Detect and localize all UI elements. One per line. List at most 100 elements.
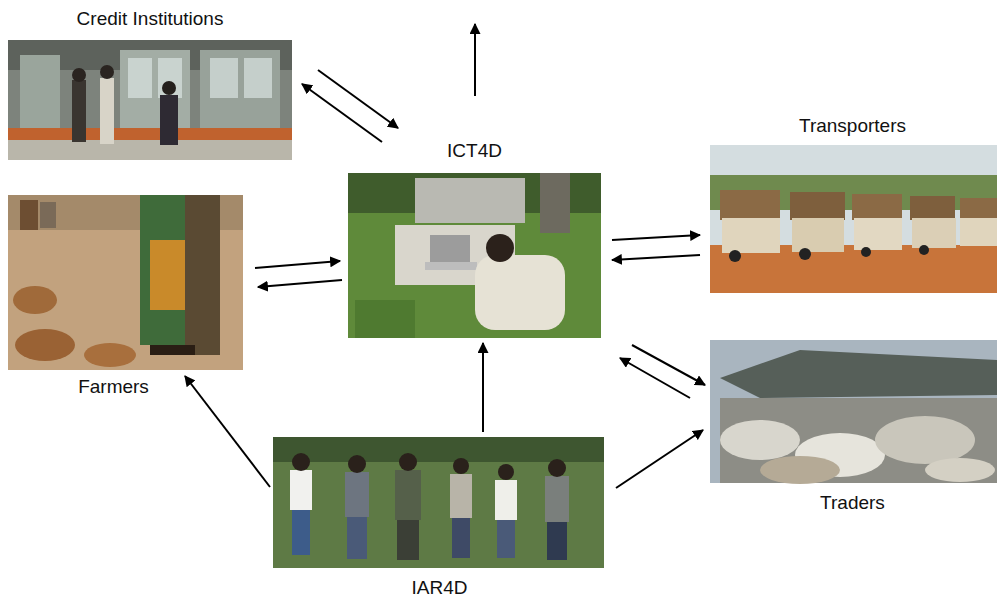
outward-arrow <box>474 24 476 96</box>
flow-arrow <box>632 345 705 385</box>
photo-shape <box>792 218 844 252</box>
photo-shape <box>545 476 569 522</box>
photo-shape <box>345 472 369 517</box>
node-caption: Farmers <box>78 376 149 398</box>
photo-shape <box>273 437 604 462</box>
photo-shape <box>185 195 220 355</box>
photo-shape <box>452 518 470 558</box>
photo-shape <box>722 218 780 253</box>
photo-shape <box>20 55 60 135</box>
laptop-photo <box>348 173 601 338</box>
photo-shape <box>355 300 415 338</box>
photo-shape <box>120 50 190 135</box>
field-photo <box>273 437 604 568</box>
photo-shape <box>710 340 997 483</box>
photo-shape <box>290 470 312 510</box>
node-caption: Credit Institutions <box>77 8 224 30</box>
photo-shape <box>210 58 238 98</box>
photo-shape <box>960 218 997 246</box>
photo-shape <box>8 128 292 140</box>
photo-shape <box>128 58 152 98</box>
photo-node: Farmers <box>8 195 243 370</box>
photo-shape <box>430 235 470 265</box>
photo-shape <box>720 420 800 460</box>
flow-arrow <box>620 358 690 398</box>
photo-shape <box>100 65 114 79</box>
flow-arrow <box>612 235 700 240</box>
photo-shape <box>348 173 601 338</box>
photo-shape <box>760 456 840 484</box>
bank-photo <box>8 40 292 160</box>
photo-shape <box>475 255 565 330</box>
photo-node: Traders <box>710 340 997 483</box>
photo-shape <box>790 192 845 220</box>
photo-shape <box>497 520 515 558</box>
photo-shape <box>861 247 871 257</box>
photo-shape <box>397 520 419 560</box>
flow-arrow <box>302 84 382 142</box>
node-caption: Traders <box>820 492 885 514</box>
photo-shape <box>960 198 997 220</box>
photo-shape <box>348 455 366 473</box>
photo-shape <box>273 437 604 568</box>
photo-shape <box>399 453 417 471</box>
photo-shape <box>40 202 56 228</box>
flow-arrow <box>258 280 342 287</box>
flow-arrow <box>482 343 484 432</box>
flow-arrow <box>185 376 270 487</box>
node-caption: IAR4D <box>412 577 468 599</box>
photo-shape <box>720 398 997 483</box>
photo-shape <box>72 80 86 142</box>
flow-arrow <box>255 261 340 268</box>
photo-shape <box>84 343 136 367</box>
photo-shape <box>15 329 75 361</box>
photo-shape <box>799 248 811 260</box>
photo-shape <box>852 194 902 220</box>
photo-shape <box>72 68 86 82</box>
photo-shape <box>450 474 472 518</box>
photo-node: Credit Institutions <box>8 40 292 160</box>
photo-shape <box>162 81 176 95</box>
photo-shape <box>347 517 367 559</box>
photo-shape <box>919 245 929 255</box>
photo-shape <box>910 196 955 220</box>
photo-shape <box>729 250 741 262</box>
photo-shape <box>854 218 902 250</box>
photo-shape <box>912 218 956 248</box>
photo-shape <box>160 95 178 145</box>
farmers-photo <box>8 195 243 370</box>
photo-shape <box>720 350 997 398</box>
photo-shape <box>548 459 566 477</box>
flow-arrow <box>318 70 398 128</box>
photo-shape <box>495 480 517 520</box>
photo-shape <box>540 173 570 233</box>
photo-shape <box>292 453 310 471</box>
photo-shape <box>292 510 310 555</box>
flow-arrow <box>612 255 700 260</box>
photo-shape <box>244 58 272 98</box>
photo-node: IAR4D <box>273 437 604 568</box>
photo-shape <box>200 50 280 135</box>
photo-shape <box>498 464 514 480</box>
photo-shape <box>925 458 995 482</box>
photo-shape <box>710 145 997 293</box>
photo-shape <box>158 58 182 98</box>
photo-shape <box>875 416 975 464</box>
node-caption: ICT4D <box>447 140 502 162</box>
trucks-photo <box>710 145 997 293</box>
photo-shape <box>415 178 525 223</box>
photo-shape <box>395 470 421 520</box>
photo-shape <box>453 458 469 474</box>
photo-shape <box>150 345 195 355</box>
photo-shape <box>8 40 292 160</box>
node-caption: Transporters <box>799 115 906 137</box>
photo-shape <box>720 190 780 220</box>
photo-shape <box>547 522 567 560</box>
market-photo <box>710 340 997 484</box>
photo-shape <box>20 200 38 230</box>
photo-shape <box>8 140 292 160</box>
photo-shape <box>8 195 243 370</box>
photo-node: ICT4D <box>348 173 601 338</box>
